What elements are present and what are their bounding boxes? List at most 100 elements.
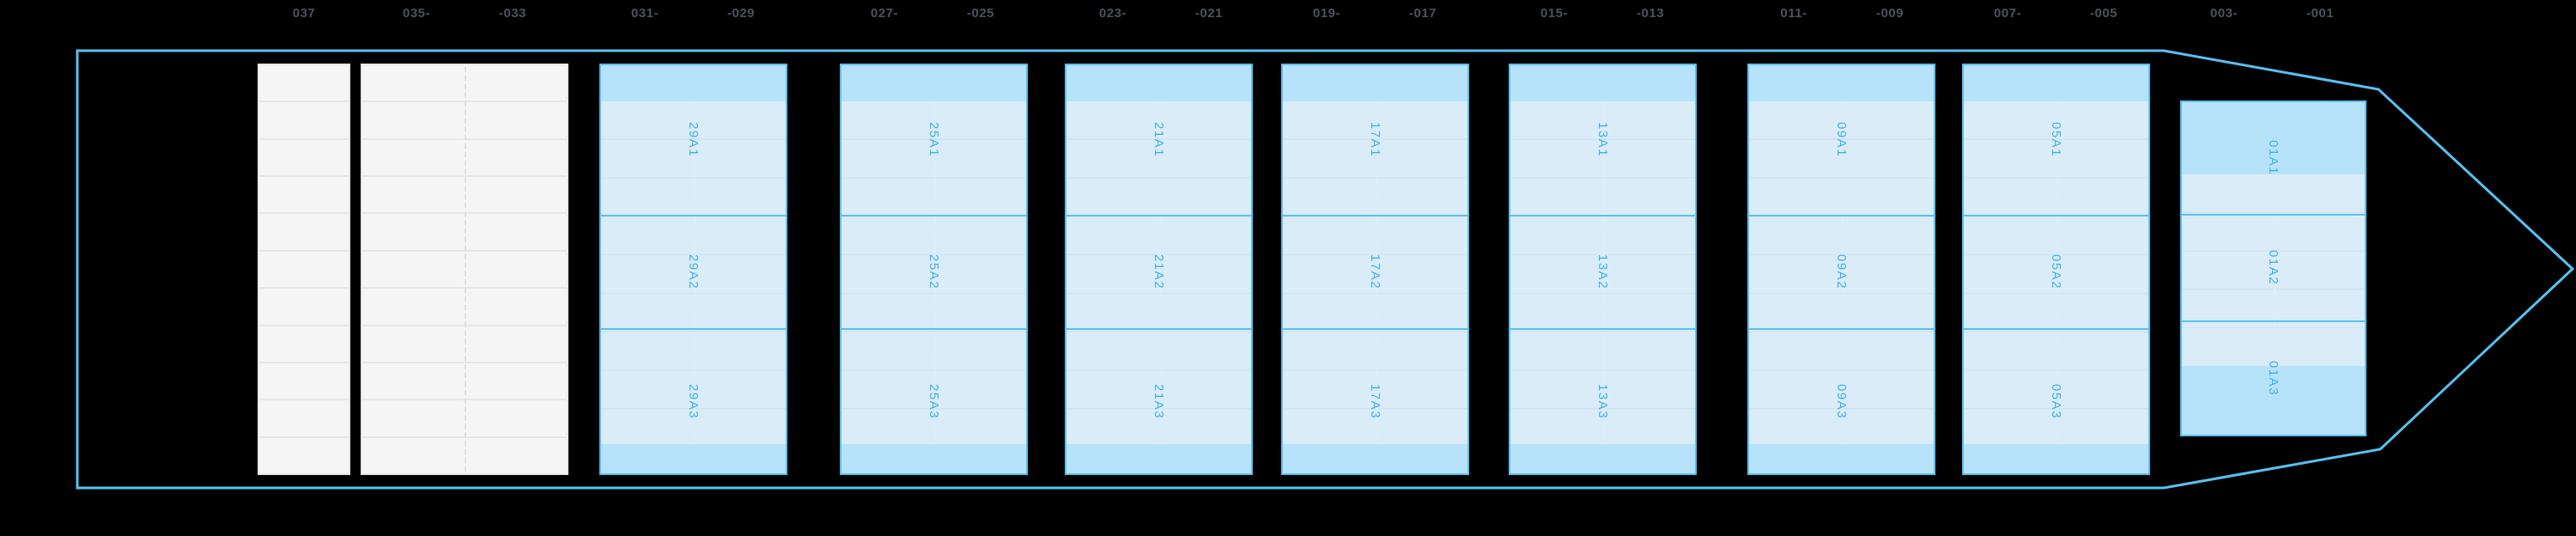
stern-box-row [259, 65, 349, 103]
bay-slot-label: 21A2 [1151, 254, 1166, 290]
bay-slots: 21A1 21A2 21A3 [1066, 65, 1251, 473]
bay-05: 05A1 05A2 05A3 [1962, 64, 2150, 475]
bay-slot-05A3[interactable]: 05A3 [1964, 327, 2148, 474]
bay-bottom-band [2182, 366, 2365, 435]
bay-bottom-band [1510, 444, 1695, 473]
bay-slot-label: 09A1 [1834, 122, 1849, 158]
bay-slots: 09A1 09A2 09A3 [1749, 65, 1934, 473]
axis-label: -009 [1875, 6, 1905, 21]
bay-bottom-band [1964, 444, 2148, 473]
axis-label: 003- [2209, 6, 2239, 21]
bay-slot-01A1[interactable]: 01A1 [2182, 102, 2365, 214]
bay-slot-label: 13A1 [1595, 122, 1610, 158]
axis-label: -021 [1194, 6, 1224, 21]
bay-slot-label: 05A1 [2049, 122, 2063, 158]
bay-slot-label: 13A2 [1595, 254, 1610, 290]
bay-top-band [1749, 65, 1934, 101]
axis-label: -013 [1636, 6, 1665, 21]
bay-slot-29A1[interactable]: 29A1 [601, 65, 786, 215]
bay-slot-25A2[interactable]: 25A2 [841, 215, 1026, 328]
bay-bottom-band [841, 444, 1026, 473]
stern-box-row [259, 362, 349, 401]
bay-slot-label: 25A3 [927, 383, 941, 419]
bay-slot-label: 05A2 [2049, 254, 2063, 290]
bay-29: 29A1 29A2 29A3 [599, 64, 787, 475]
bay-slot-label: 29A2 [686, 254, 701, 290]
bay-center-dotted-line [1841, 101, 1844, 444]
bay-slot-label: 01A1 [2266, 140, 2281, 176]
bay-slot-label: 17A1 [1368, 122, 1382, 158]
bay-slots: 13A1 13A2 13A3 [1510, 65, 1695, 473]
bay-slot-13A2[interactable]: 13A2 [1510, 215, 1695, 328]
bay-slot-29A3[interactable]: 29A3 [601, 327, 786, 474]
bay-center-dotted-line [2056, 101, 2058, 444]
axis-label: -033 [498, 6, 527, 21]
bay-slot-21A2[interactable]: 21A2 [1066, 215, 1251, 328]
center-dashed-line [465, 67, 466, 472]
stern-box-row [259, 251, 349, 289]
stern-box-row [259, 102, 349, 140]
bay-slot-21A3[interactable]: 21A3 [1066, 327, 1251, 474]
bay-slot-01A3[interactable]: 01A3 [2182, 320, 2365, 435]
bay-center-dotted-line [1375, 101, 1377, 444]
bay-slot-09A2[interactable]: 09A2 [1749, 215, 1934, 328]
bay-slot-label: 25A2 [927, 254, 941, 290]
bay-slot-17A3[interactable]: 17A3 [1283, 327, 1467, 474]
stern-box-row [259, 400, 349, 438]
bay-slot-25A3[interactable]: 25A3 [841, 327, 1026, 474]
bay-top-band [1964, 65, 2148, 101]
axis-label: -017 [1408, 6, 1437, 21]
bay-17: 17A1 17A2 17A3 [1281, 64, 1469, 475]
stern-box-row [259, 437, 349, 473]
bay-top-band [1283, 65, 1467, 101]
axis-label: -025 [966, 6, 995, 21]
bay-slot-29A2[interactable]: 29A2 [601, 215, 786, 328]
bay-center-dotted-line [693, 101, 696, 444]
bay-slots: 01A1 01A2 01A3 [2182, 102, 2365, 435]
bay-slot-09A3[interactable]: 09A3 [1749, 327, 1934, 474]
bay-09: 09A1 09A2 09A3 [1747, 64, 1935, 475]
stern-box-037 [258, 64, 350, 475]
bay-slot-17A2[interactable]: 17A2 [1283, 215, 1467, 328]
bay-slot-17A1[interactable]: 17A1 [1283, 65, 1467, 215]
bay-center-dotted-line [1602, 101, 1605, 444]
bay-top-band [1510, 65, 1695, 101]
bay-slot-label: 29A1 [686, 122, 701, 158]
bay-slot-13A3[interactable]: 13A3 [1510, 327, 1695, 474]
bay-slots: 05A1 05A2 05A3 [1964, 65, 2148, 473]
bay-top-band [2182, 102, 2365, 174]
bay-bottom-band [1066, 444, 1251, 473]
bay-slot-13A1[interactable]: 13A1 [1510, 65, 1695, 215]
bay-slot-label: 17A3 [1368, 383, 1382, 419]
bay-slot-09A1[interactable]: 09A1 [1749, 65, 1934, 215]
bay-slot-01A2[interactable]: 01A2 [2182, 214, 2365, 320]
axis-label: 015- [1540, 6, 1569, 21]
bay-slot-label: 13A3 [1595, 383, 1610, 419]
axis-label: 037 [292, 6, 316, 21]
bay-01: 01A1 01A2 01A3 [2180, 100, 2366, 436]
bay-slot-label: 09A3 [1834, 383, 1849, 419]
bay-slot-label: 05A3 [2049, 383, 2063, 419]
bay-slot-05A1[interactable]: 05A1 [1964, 65, 2148, 215]
bay-bottom-band [1283, 444, 1467, 473]
bay-slot-label: 25A1 [927, 122, 941, 158]
stern-box-row [259, 326, 349, 363]
bay-slot-label: 01A3 [2266, 360, 2281, 397]
bay-slot-label: 09A2 [1834, 254, 1849, 290]
bay-center-dotted-line [1158, 101, 1161, 444]
bay-slot-label: 21A3 [1151, 383, 1166, 419]
bay-slots: 25A1 25A2 25A3 [841, 65, 1026, 473]
stern-box-row [259, 289, 349, 326]
bay-slot-05A2[interactable]: 05A2 [1964, 215, 2148, 328]
axis-label: 027- [870, 6, 899, 21]
bay-bottom-band [601, 444, 786, 473]
bay-slots: 29A1 29A2 29A3 [601, 65, 786, 473]
bay-top-band [601, 65, 786, 101]
axis-label: 031- [630, 6, 659, 21]
bay-slot-21A1[interactable]: 21A1 [1066, 65, 1251, 215]
bay-13: 13A1 13A2 13A3 [1509, 64, 1697, 475]
bay-slots: 17A1 17A2 17A3 [1283, 65, 1467, 473]
bay-slot-25A1[interactable]: 25A1 [841, 65, 1026, 215]
axis-label: 035- [402, 6, 431, 21]
